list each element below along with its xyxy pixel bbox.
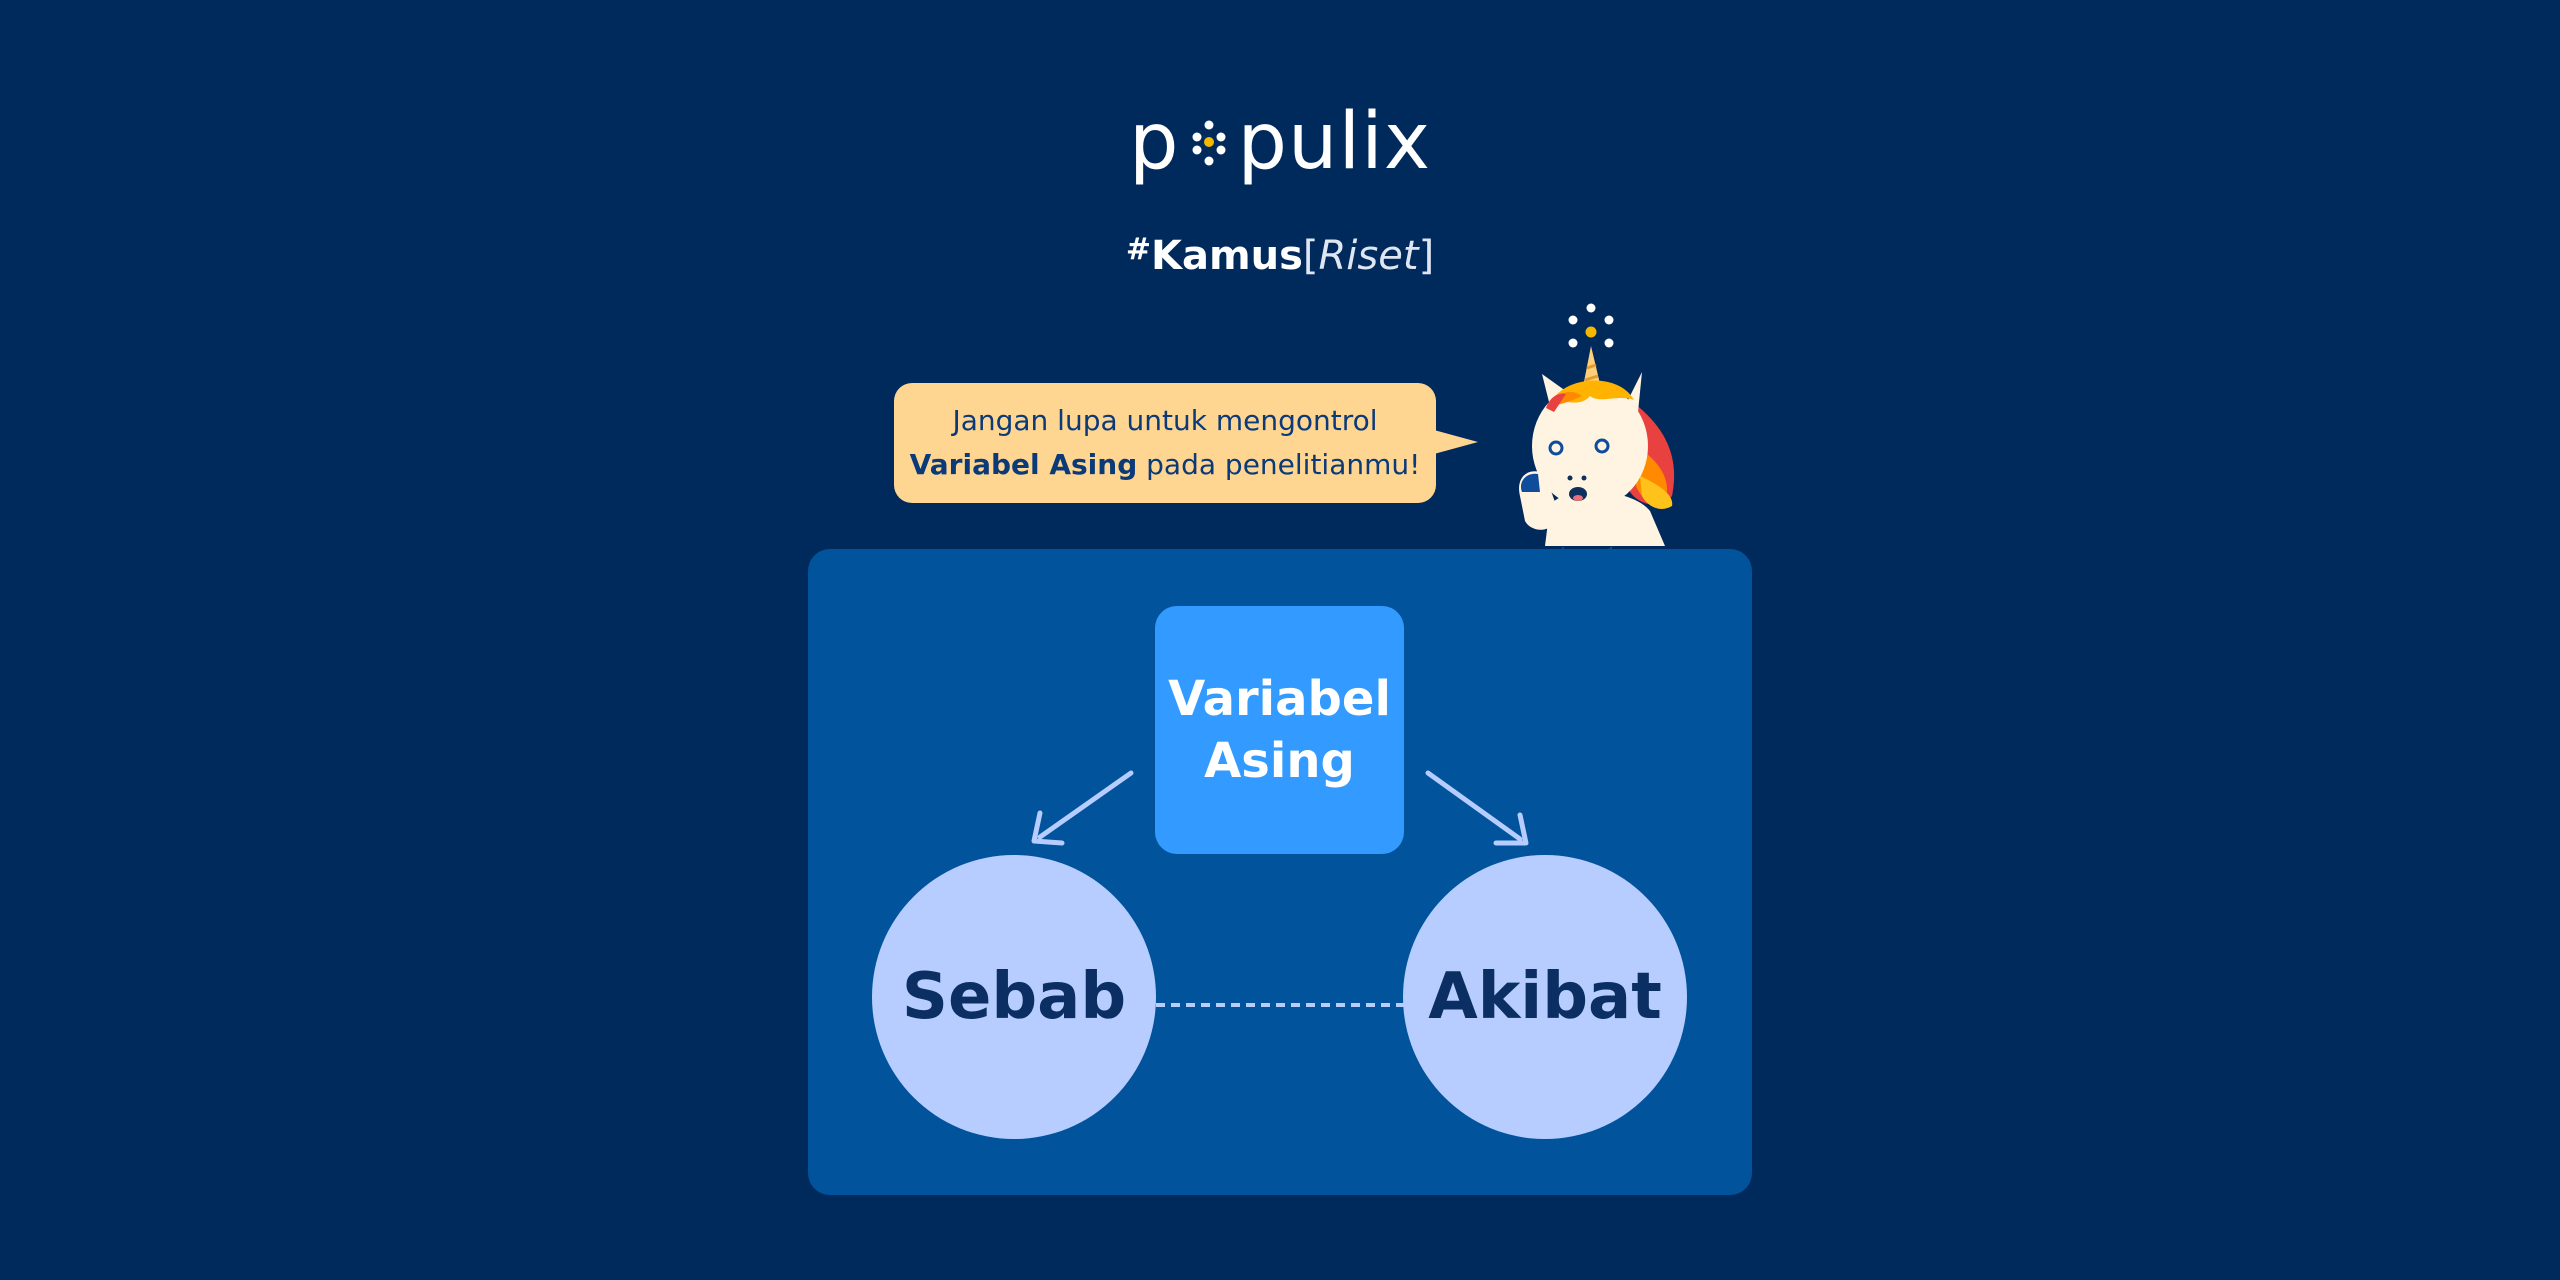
node-akibat-label: Akibat: [1428, 960, 1662, 1034]
populix-logo: p pulix: [0, 92, 2560, 192]
tagline-word: Kamus: [1150, 233, 1303, 279]
arrow-to-akibat: [1425, 770, 1523, 842]
speech-bubble-tail: [1434, 430, 1478, 454]
unicorn-mascot-icon: [1519, 303, 1675, 573]
dots-o-icon: [1192, 120, 1226, 166]
bubble-line-2: Variabel Asing pada penelitianmu!: [894, 443, 1436, 487]
node-variabel-asing: Variabel Asing: [1155, 606, 1404, 854]
bubble-line-2-bold: Variabel Asing: [909, 448, 1138, 481]
bubble-line-2-rest: pada penelitianmu!: [1137, 448, 1421, 481]
arrow-head-akibat: [1493, 812, 1529, 846]
speech-bubble: Jangan lupa untuk mengontrol Variabel As…: [894, 383, 1436, 503]
node-variabel-asing-line-2: Asing: [1204, 733, 1355, 789]
node-variabel-asing-line-1: Variabel: [1168, 671, 1391, 727]
diagram-connectors: [1031, 770, 1529, 1007]
tagline-italic-word: Riset: [1318, 233, 1419, 279]
tagline-bracket-open: [: [1302, 233, 1319, 279]
node-akibat: Akibat: [1403, 855, 1687, 1139]
tagline-bracket-close: ]: [1418, 233, 1435, 279]
node-sebab: Sebab: [872, 855, 1156, 1139]
arrow-to-sebab: [1037, 770, 1134, 840]
arrow-head-sebab: [1031, 810, 1065, 846]
tagline-kamus-riset: #Kamus[Riset]: [0, 222, 2560, 284]
bubble-line-1: Jangan lupa untuk mengontrol: [952, 404, 1378, 437]
logo-text-end: pulix: [1237, 97, 1431, 187]
tagline-hash: #: [1125, 232, 1151, 267]
logo-text-start: p: [1129, 97, 1180, 187]
node-sebab-label: Sebab: [901, 960, 1127, 1034]
